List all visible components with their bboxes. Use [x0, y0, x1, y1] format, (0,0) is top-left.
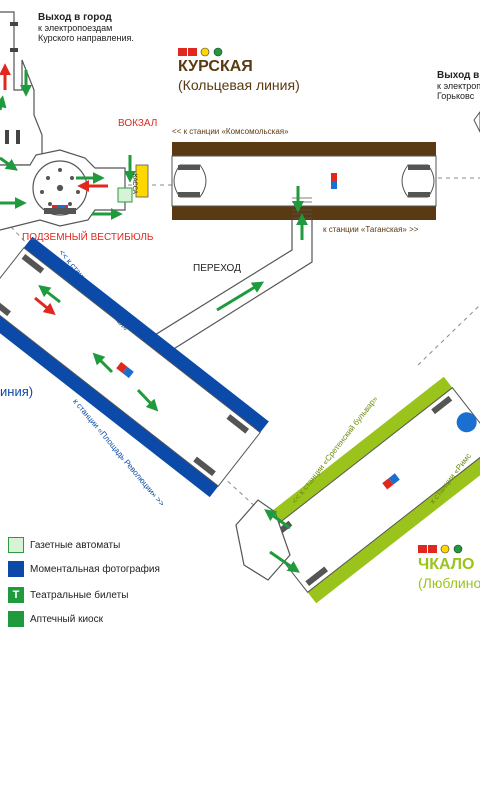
vestibule-label: ПОДЗЕМНЫЙ ВЕСТИБЮЛЬ [22, 232, 154, 243]
chkalovskaya-services [418, 544, 463, 554]
chkalovskaya-name: ЧКАЛО [418, 556, 475, 573]
kassa-box [135, 164, 149, 198]
kurskaya-name: КУРСКАЯ [178, 58, 253, 75]
photo-icon [8, 561, 24, 577]
to-komsomolskaya-label: << к станции «Комсомольская» [172, 127, 289, 136]
metro-map [0, 11, 480, 604]
transfer-arrows [216, 186, 308, 312]
legend-item-newspaper: Газетные автоматы [8, 536, 120, 554]
exit-city-line2: Курского направления. [38, 33, 134, 43]
lyublinskaya-arrows [264, 509, 300, 573]
chkalovskaya-line: (Люблино [418, 575, 480, 591]
exit-city-title: Выход в город [38, 12, 112, 23]
vestibule [0, 149, 126, 231]
legend-item-theatre: T Театральные билеты [8, 586, 128, 604]
legend-label: Газетные автоматы [30, 539, 121, 551]
exit-right-line1: к электроп [437, 81, 480, 91]
exit-city-line1: к электропоездам [38, 23, 113, 33]
kassa-label: КАССА [131, 174, 137, 194]
kurskaya-services [178, 47, 223, 57]
exit-building [0, 11, 43, 166]
theatre-icon: T [8, 587, 24, 603]
legend-item-photo: Моментальная фотография [8, 560, 160, 578]
arbatsko-arrows [34, 285, 159, 412]
kurskaya-line: (Кольцевая линия) [178, 77, 300, 93]
lyublinskaya-platform [254, 376, 480, 604]
vestibule-arrows [0, 63, 136, 220]
legend-label: Моментальная фотография [30, 563, 160, 575]
vokzal-label: ВОКЗАЛ [118, 118, 158, 129]
legend-item-pharmacy: Аптечный киоск [8, 610, 103, 628]
arbatsko-platform [0, 236, 269, 498]
newspaper-kiosk-icon [117, 187, 133, 203]
kurskaya-platform [171, 142, 437, 220]
exit-right-building [473, 111, 480, 133]
exit-right-line2: Горьковс [437, 91, 475, 101]
legend-label: Театральные билеты [30, 589, 129, 601]
transfer-passage [149, 220, 313, 366]
to-taganskaya-label: к станции «Таганская» >> [323, 225, 419, 234]
exit-right-title: Выход в [437, 70, 480, 81]
left-line-label: иния) [0, 384, 34, 399]
newspaper-icon [8, 537, 24, 553]
legend-label: Аптечный киоск [30, 613, 103, 625]
pharmacy-icon [8, 611, 24, 627]
perekhod-label: ПЕРЕХОД [193, 263, 241, 274]
